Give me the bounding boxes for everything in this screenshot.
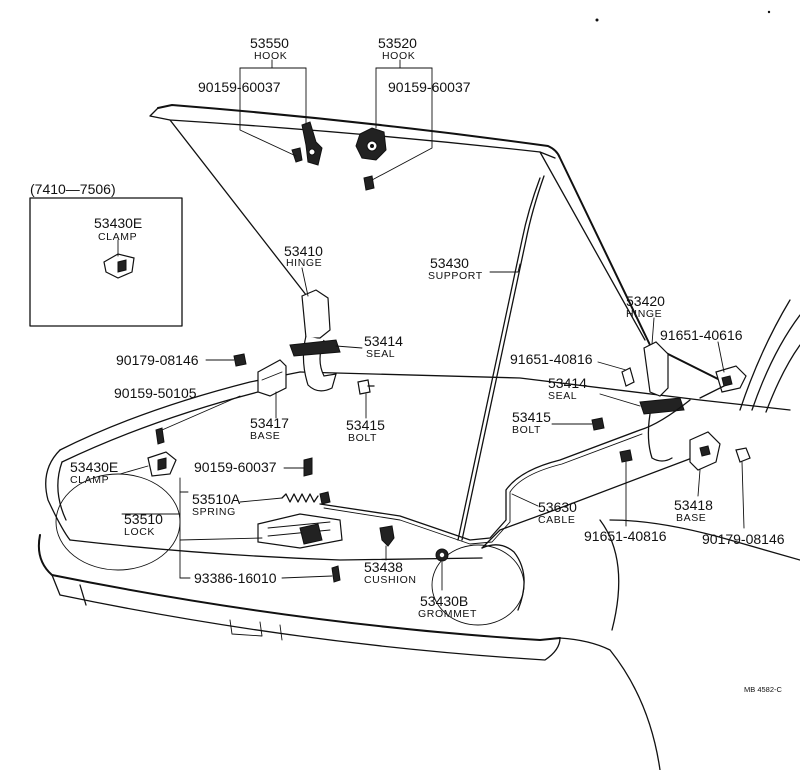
cushion-name: CUSHION [364, 574, 417, 586]
hook-right-name: HOOK [382, 50, 415, 62]
speck-mark [595, 18, 599, 22]
hook-right-part [355, 127, 387, 161]
grommet-part [435, 548, 449, 562]
screw-93386-part [331, 565, 341, 583]
nut-left-number: 90179-08146 [116, 352, 199, 368]
screw-93386-number: 93386-16010 [194, 570, 277, 586]
lock-number: 53510 [124, 511, 163, 527]
bolt-91651-40816-upper-number: 91651-40816 [510, 351, 593, 367]
cushion-number: 53438 [364, 559, 403, 575]
inset-clamp-part [103, 253, 135, 279]
clamp-part [147, 451, 177, 477]
seal-left-name: SEAL [366, 348, 395, 360]
support-rod [457, 175, 545, 541]
bolt-hook-left-part [291, 147, 303, 163]
seal-right-name: SEAL [548, 390, 577, 402]
figure-reference: MB 4582-C [744, 685, 783, 694]
seal-left-number: 53414 [364, 333, 403, 349]
hook-left-number: 53550 [250, 35, 289, 51]
speck-mark [767, 10, 771, 14]
bolt-right-53415-number: 53415 [512, 409, 551, 425]
bolt-90159-60037-lock-number: 90159-60037 [194, 459, 277, 475]
seal-right-number: 53414 [548, 375, 587, 391]
lock-name: LOCK [124, 526, 155, 538]
hinge-left-number: 53410 [284, 243, 323, 259]
base-right-number: 53418 [674, 497, 713, 513]
hinge-right-name: HINGE [626, 308, 662, 320]
bolt-hook-right-part [363, 175, 375, 191]
spring-name: SPRING [192, 506, 236, 518]
lock-part [257, 513, 343, 549]
cushion-part [379, 525, 395, 547]
grommet-number: 53430B [420, 593, 468, 609]
hook-left-part [301, 121, 323, 166]
base-left-number: 53417 [250, 415, 289, 431]
grommet-name: GROMMET [418, 608, 477, 620]
hinge-left-name: HINGE [286, 257, 322, 269]
bolt-hook-right-number: 90159-60037 [388, 79, 471, 95]
inset-part-number: 53430E [94, 215, 142, 231]
inset-part-name: CLAMP [98, 231, 137, 243]
bolt-90159-50105-part [155, 427, 165, 445]
bolt-91651-40816-lower-number: 91651-40816 [584, 528, 667, 544]
bolt-91651-40816-lower-part [619, 449, 633, 463]
car-body-outline [37, 299, 800, 770]
cable-route [319, 399, 691, 545]
nut-right-part [735, 447, 751, 463]
callout-labels: (7410—7506) 53430E CLAMP 53550 HOOK 5352… [30, 35, 785, 694]
spring-number: 53510A [192, 491, 241, 507]
leader-lines [117, 59, 745, 591]
bolt-left-53415-part [357, 379, 375, 395]
clamp-number: 53430E [70, 459, 118, 475]
inset-range-label: (7410—7506) [30, 181, 116, 197]
bolt-hook-left-number: 90159-60037 [198, 79, 281, 95]
bolt-91651-40616-number: 91651-40616 [660, 327, 743, 343]
base-left-name: BASE [250, 430, 280, 442]
hook-right-number: 53520 [378, 35, 417, 51]
bolt-right-53415-part [591, 417, 605, 431]
bolt-left-53415-name: BOLT [348, 432, 377, 444]
cable-number: 53630 [538, 499, 577, 515]
bolt-90159-60037-lock-part [303, 457, 313, 477]
nut-right-number: 90179-08146 [702, 531, 785, 547]
hinge-right-number: 53420 [626, 293, 665, 309]
bolt-left-53415-number: 53415 [346, 417, 385, 433]
base-right-part [689, 431, 721, 471]
base-right-name: BASE [676, 512, 706, 524]
hook-left-name: HOOK [254, 50, 287, 62]
bolt-91651-40616-part [699, 365, 747, 399]
spring-part [281, 491, 331, 505]
hinge-right-part [639, 341, 685, 462]
bolt-91651-40816-upper-part [621, 367, 635, 387]
nut-left-part [233, 353, 247, 367]
cable-name: CABLE [538, 514, 575, 526]
base-left-part [257, 359, 287, 397]
support-name: SUPPORT [428, 270, 483, 282]
clamp-name: CLAMP [70, 474, 109, 486]
bolt-90159-50105-number: 90159-50105 [114, 385, 197, 401]
bolt-right-53415-name: BOLT [512, 424, 541, 436]
hood-outline [149, 104, 721, 381]
support-number: 53430 [430, 255, 469, 271]
hinge-left-part [289, 289, 341, 392]
